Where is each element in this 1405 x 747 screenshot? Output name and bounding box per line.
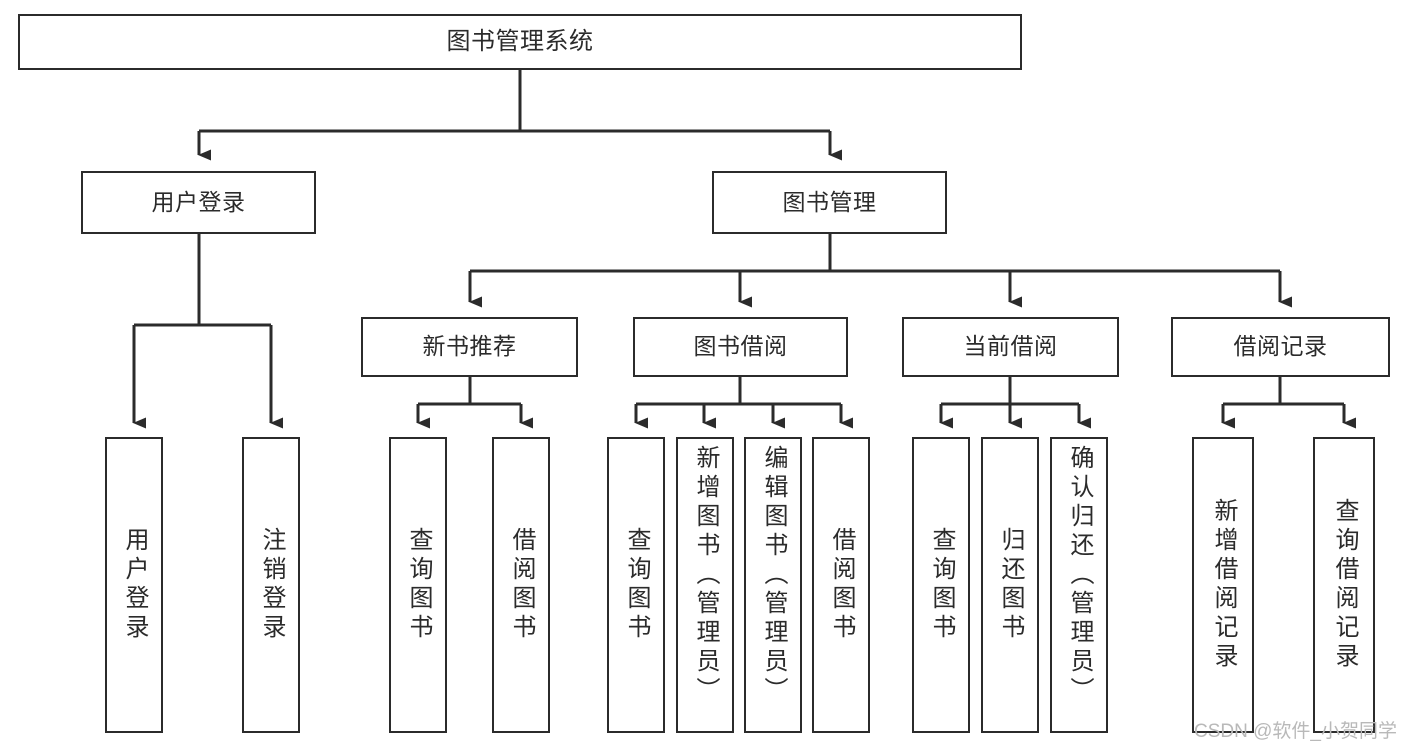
node-label: 查询图书 (623, 527, 650, 643)
node-label: 当前借阅 (963, 333, 1058, 360)
leaf-return-book[interactable]: 归还图书 (981, 437, 1039, 733)
node-book-borrow[interactable]: 图书借阅 (633, 317, 848, 377)
leaf-query-book-current[interactable]: 查询图书 (912, 437, 970, 733)
node-label: 图书管理系统 (446, 27, 594, 55)
node-label: 图书管理 (782, 188, 877, 215)
leaf-borrow-book-recommend[interactable]: 借阅图书 (492, 437, 550, 733)
leaf-user-logout[interactable]: 注销登录 (242, 437, 300, 733)
node-book-management[interactable]: 图书管理 (712, 171, 947, 234)
leaf-query-borrow-record[interactable]: 查询借阅记录 (1313, 437, 1375, 733)
node-label: 新书推荐 (422, 333, 517, 360)
leaf-confirm-return-admin[interactable]: 确认归还（管理员） (1050, 437, 1108, 733)
node-label: 用户登录 (151, 188, 246, 215)
csdn-watermark: CSDN @软件_小贺同学 (1194, 721, 1397, 742)
node-label: 借阅记录 (1233, 333, 1328, 360)
node-user-login[interactable]: 用户登录 (81, 171, 316, 234)
node-label: 确认归还（管理员） (1066, 445, 1093, 706)
node-label: 编辑图书（管理员） (760, 445, 787, 706)
node-new-book-recommend[interactable]: 新书推荐 (361, 317, 578, 377)
node-borrow-record[interactable]: 借阅记录 (1171, 317, 1390, 377)
leaf-query-book-recommend[interactable]: 查询图书 (389, 437, 447, 733)
node-label: 借阅图书 (508, 527, 535, 643)
node-root-system[interactable]: 图书管理系统 (18, 14, 1022, 70)
node-label: 归还图书 (997, 527, 1024, 643)
node-label: 新增图书（管理员） (692, 445, 719, 706)
node-label: 查询图书 (928, 527, 955, 643)
node-label: 新增借阅记录 (1210, 498, 1237, 672)
node-label: 查询图书 (405, 527, 432, 643)
node-label: 图书借阅 (693, 333, 788, 360)
leaf-add-book-admin[interactable]: 新增图书（管理员） (676, 437, 734, 733)
node-label: 借阅图书 (828, 527, 855, 643)
leaf-add-borrow-record[interactable]: 新增借阅记录 (1192, 437, 1254, 733)
node-label: 查询借阅记录 (1331, 498, 1358, 672)
node-current-borrow[interactable]: 当前借阅 (902, 317, 1119, 377)
leaf-edit-book-admin[interactable]: 编辑图书（管理员） (744, 437, 802, 733)
leaf-query-book-borrow[interactable]: 查询图书 (607, 437, 665, 733)
leaf-borrow-book[interactable]: 借阅图书 (812, 437, 870, 733)
node-label: 用户登录 (121, 527, 148, 643)
node-label: 注销登录 (258, 527, 285, 643)
leaf-user-login[interactable]: 用户登录 (105, 437, 163, 733)
